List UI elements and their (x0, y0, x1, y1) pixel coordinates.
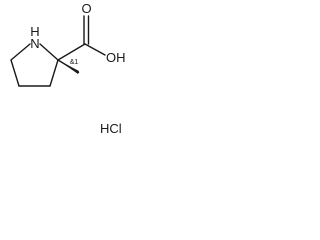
bond-n1-c5 (10, 43, 31, 61)
bond-c2-carboxyl (57, 43, 86, 61)
stereo-descriptor-label: &1 (70, 59, 79, 66)
chemical-structure: N H &1 O OH HCl (10, 1, 126, 136)
carboxylic-acid-group (57, 15, 106, 61)
methyl-wedge-edge (57, 59, 80, 74)
pyrrolidine-ring (10, 43, 59, 87)
bond-c2-n1 (39, 43, 59, 61)
bond-c5-c4 (10, 59, 20, 87)
carbonyl-oxygen-label: O (81, 1, 91, 16)
bond-c3-c2 (49, 59, 59, 87)
hydroxyl-label: OH (106, 50, 126, 65)
bond-c-oh (84, 43, 106, 56)
amine-nitrogen-label: N (30, 36, 39, 51)
hcl-salt-label: HCl (100, 121, 122, 136)
amine-hydrogen-label: H (30, 24, 39, 39)
